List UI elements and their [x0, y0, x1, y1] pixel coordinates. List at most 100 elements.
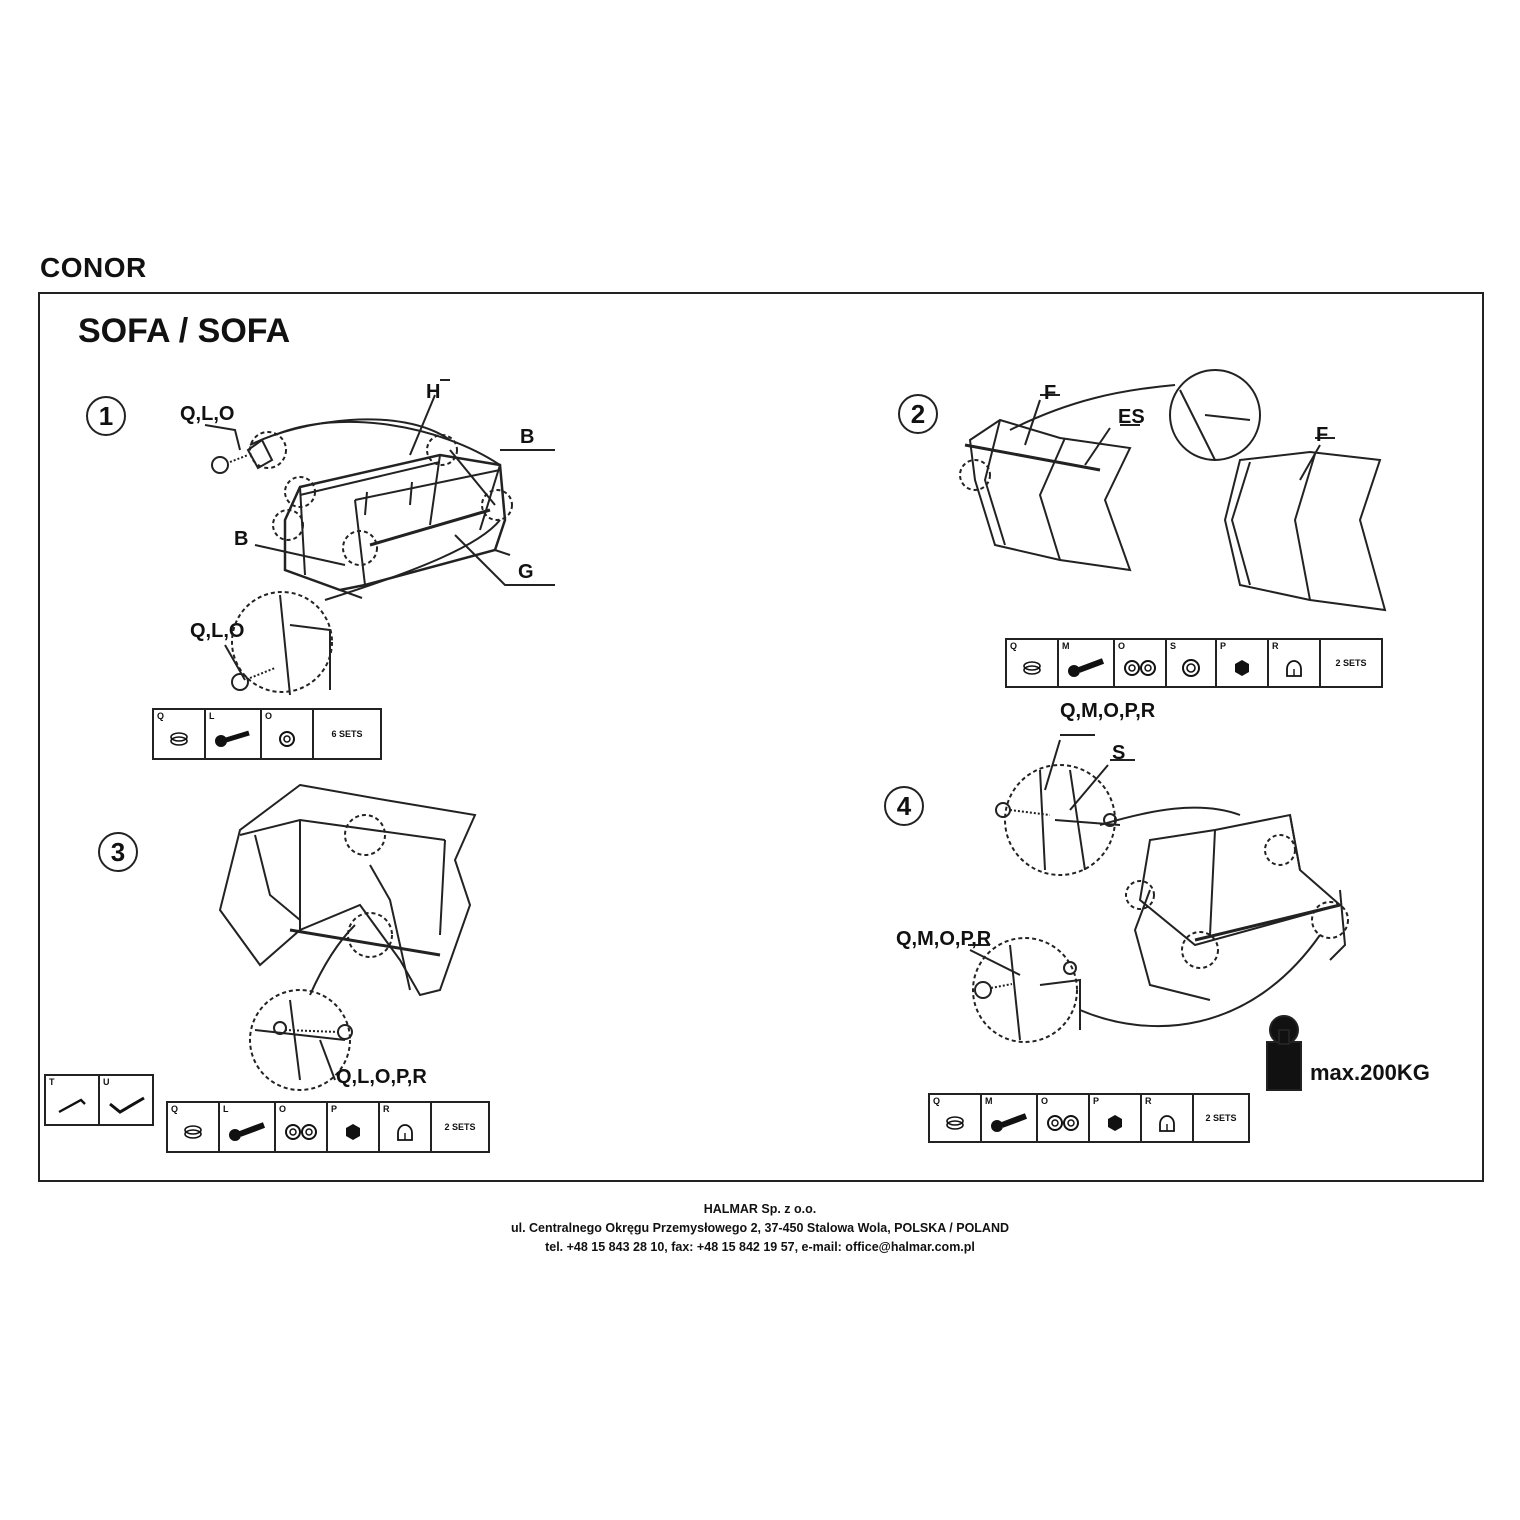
step-1-label-qlo-bottom: Q,L,O: [190, 620, 245, 642]
part-p-cell: P: [1090, 1095, 1142, 1141]
tool-code: T: [49, 1077, 55, 1087]
part-code: O: [265, 711, 273, 721]
cap-icon: [946, 1115, 964, 1130]
sets-count: 2 SETS: [1335, 658, 1367, 668]
cap-icon: [184, 1124, 202, 1139]
step-1-label-b-right: B: [520, 426, 535, 448]
tool-t-cell: T: [46, 1076, 100, 1124]
cap-icon: [1023, 660, 1041, 675]
wrench-icon: [109, 1096, 145, 1114]
footer-contact: tel. +48 15 843 28 10, fax: +48 15 842 1…: [545, 1240, 975, 1254]
step-1-sofa-frame-drawing: [204, 379, 555, 696]
brand-title: CONOR: [40, 252, 147, 283]
part-code: O: [1118, 641, 1126, 651]
part-s-cell: S: [1167, 640, 1217, 686]
part-o-cell: O: [262, 710, 314, 758]
part-code: P: [331, 1104, 338, 1114]
cap-icon: [170, 731, 188, 746]
dome-nut-icon: [397, 1123, 413, 1141]
step-4-label-s: S: [1112, 742, 1126, 764]
part-code: Q: [933, 1096, 941, 1106]
sets-cell: 6 SETS: [314, 710, 380, 758]
dome-nut-icon: [1159, 1114, 1175, 1132]
nut-icon: [346, 1123, 360, 1140]
sets-count: 2 SETS: [444, 1122, 476, 1132]
part-code: R: [1145, 1096, 1152, 1106]
part-l-cell: L: [220, 1103, 276, 1151]
step-3-label-qlopr: Q,L,O,P,R: [336, 1066, 427, 1088]
step-4-sofa-drawing: [968, 734, 1349, 1043]
tool-code: U: [103, 1077, 110, 1087]
bolt-icon: [229, 1121, 266, 1141]
part-code: R: [1272, 641, 1279, 651]
part-q-cell: Q: [154, 710, 206, 758]
part-r-cell: R: [1142, 1095, 1194, 1141]
step-2-parts-table: Q M O S P R 2 SETS: [1005, 638, 1383, 688]
weight-icon: [1266, 1015, 1302, 1091]
spacer-icon: [1182, 658, 1200, 677]
part-code: R: [383, 1104, 390, 1114]
step-4-parts-table: Q M O P R 2 SETS: [928, 1093, 1250, 1143]
part-o-cell: O: [1038, 1095, 1090, 1141]
step-3-parts-table: Q L O P R 2 SETS: [166, 1101, 490, 1153]
part-q-cell: Q: [1007, 640, 1059, 686]
step-3-assembly-drawing: [218, 783, 477, 1091]
step-4-number: 4: [884, 786, 924, 826]
bolt-icon: [215, 730, 250, 747]
part-code: O: [1041, 1096, 1049, 1106]
step-1-label-h: H: [426, 381, 441, 403]
nut-icon: [1235, 659, 1249, 676]
part-code: L: [209, 711, 215, 721]
step-3-number: 3: [98, 832, 138, 872]
washer-icon: [279, 730, 295, 747]
allen-key-icon: [58, 1098, 86, 1113]
part-code: Q: [1010, 641, 1018, 651]
part-code: M: [1062, 641, 1070, 651]
part-code: M: [985, 1096, 993, 1106]
instruction-frame: [38, 292, 1484, 1182]
part-m-cell: M: [982, 1095, 1038, 1141]
part-q-cell: Q: [168, 1103, 220, 1151]
part-code: S: [1170, 641, 1177, 651]
step-1-label-qlo-top: Q,L,O: [180, 403, 235, 425]
footer-company: HALMAR Sp. z o.o.: [703, 1202, 817, 1216]
part-r-cell: R: [1269, 640, 1321, 686]
bolt-icon: [991, 1112, 1028, 1132]
step-1-label-g: G: [518, 561, 534, 583]
step-2-label-f-left: F: [1044, 382, 1057, 404]
part-m-cell: M: [1059, 640, 1115, 686]
part-p-cell: P: [1217, 640, 1269, 686]
bolt-icon: [1068, 657, 1105, 677]
step-1-label-b-left: B: [234, 528, 249, 550]
part-code: Q: [157, 711, 165, 721]
dome-nut-icon: [1286, 659, 1302, 677]
part-o-cell: O: [276, 1103, 328, 1151]
part-p-cell: P: [328, 1103, 380, 1151]
step-4-label-qmopr-top: Q,M,O,P,R: [1060, 700, 1156, 722]
step-2-label-f-right: F: [1316, 424, 1329, 446]
step-2-seat-drawing: [959, 369, 1387, 612]
part-code: P: [1220, 641, 1227, 651]
step-1-parts-table: Q L O 6 SETS: [152, 708, 382, 760]
tool-u-cell: U: [100, 1076, 152, 1124]
tools-table: T U: [44, 1074, 154, 1126]
step-1-number: 1: [86, 396, 126, 436]
washer-icon: [1124, 659, 1156, 676]
step-2-label-es: ES: [1118, 406, 1145, 428]
footer-address: ul. Centralnego Okręgu Przemysłowego 2, …: [510, 1221, 1010, 1235]
step-4-label-qmopr-bottom: Q,M,O,P,R: [896, 928, 992, 950]
nut-icon: [1108, 1114, 1122, 1131]
part-code: L: [223, 1104, 229, 1114]
page-title: SOFA / SOFA: [78, 312, 291, 350]
sets-cell: 2 SETS: [432, 1103, 488, 1151]
sets-cell: 2 SETS: [1321, 640, 1381, 686]
part-code: O: [279, 1104, 287, 1114]
step-2-number: 2: [898, 394, 938, 434]
part-code: P: [1093, 1096, 1100, 1106]
sets-cell: 2 SETS: [1194, 1095, 1248, 1141]
part-code: Q: [171, 1104, 179, 1114]
washer-icon: [285, 1123, 317, 1140]
washer-icon: [1047, 1114, 1079, 1131]
part-r-cell: R: [380, 1103, 432, 1151]
